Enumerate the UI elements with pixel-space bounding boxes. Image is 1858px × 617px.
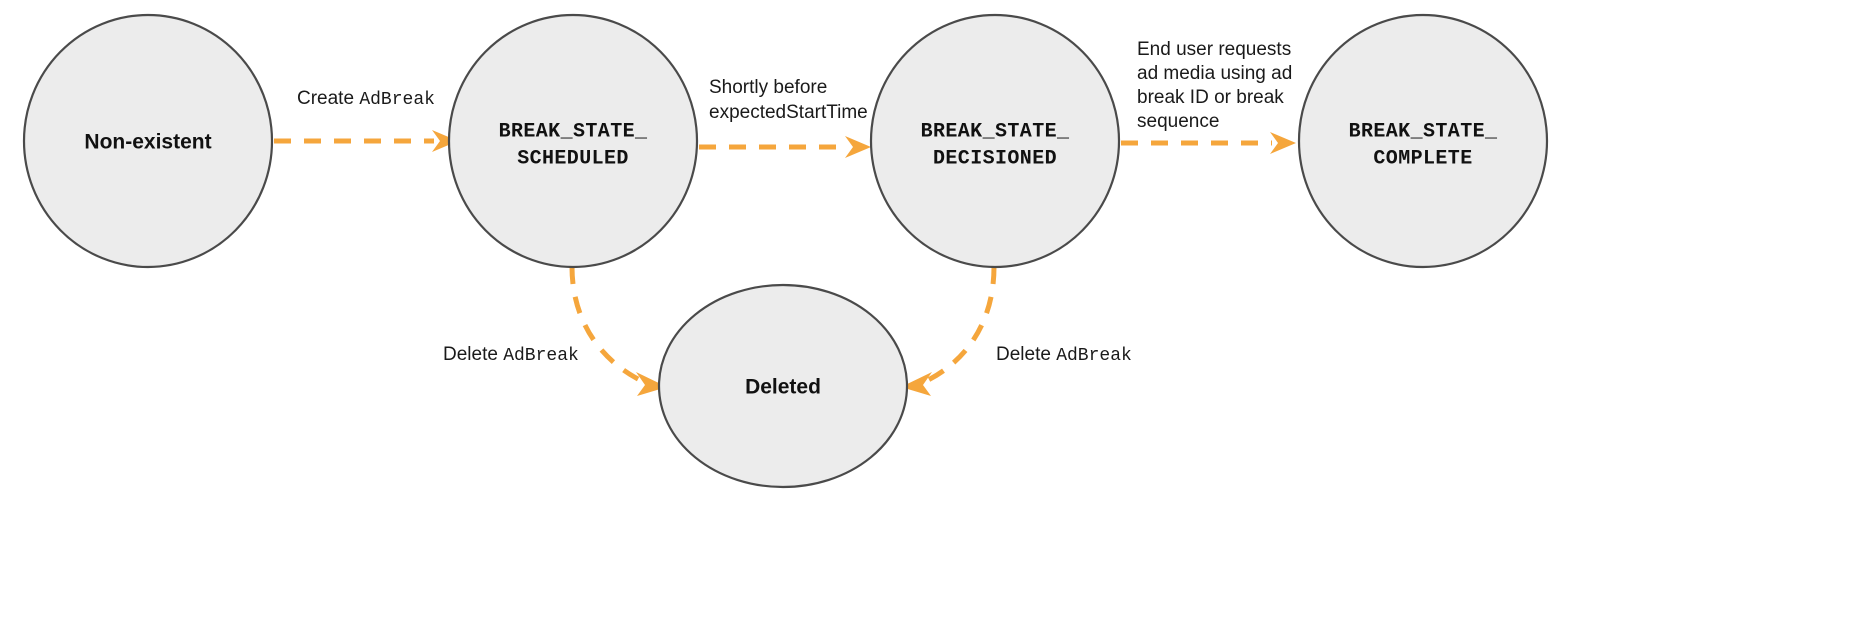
edge-label-delete-from-scheduled-seg1: AdBreak: [503, 346, 579, 366]
edge-label-end-user-requests-line1: End user requests: [1137, 39, 1291, 60]
edge-shortly-before-arrowhead: [845, 136, 871, 158]
edge-label-end-user-requests: End user requests ad media using ad brea…: [1137, 39, 1292, 132]
node-deleted-shape: [657, 283, 909, 489]
edge-end-user-requests-arrowhead: [1270, 132, 1296, 154]
node-deleted-label: Deleted: [745, 376, 821, 399]
edge-label-create-adbreak-text: Create AdBreak: [297, 88, 435, 110]
edge-label-create-adbreak-seg0: Create: [297, 88, 359, 109]
edge-label-delete-from-scheduled-seg0: Delete: [443, 344, 503, 365]
edge-label-delete-from-decisioned-seg1: AdBreak: [1056, 346, 1132, 366]
node-break-state-scheduled-label-line2: SCHEDULED: [517, 147, 629, 170]
node-non-existent-shape: [22, 13, 274, 269]
edge-label-delete-from-scheduled: Delete AdBreak: [443, 344, 579, 366]
node-break-state-decisioned-label-line1: BREAK_STATE_: [921, 120, 1070, 143]
node-break-state-decisioned-label-line2: DECISIONED: [933, 147, 1057, 170]
edge-delete-from-decisioned-arrowhead: [901, 372, 932, 396]
node-break-state-complete[interactable]: BREAK_STATE_ COMPLETE: [1297, 13, 1549, 269]
edge-shortly-before: [699, 136, 871, 158]
edge-label-shortly-before-line2: expectedStartTime: [709, 102, 868, 123]
edge-label-shortly-before: Shortly before expectedStartTime: [709, 77, 868, 123]
edge-delete-from-decisioned: [901, 266, 997, 396]
edge-label-create-adbreak: Create AdBreak: [297, 88, 435, 110]
edge-delete-from-decisioned-line: [920, 266, 997, 386]
node-break-state-decisioned[interactable]: BREAK_STATE_ DECISIONED: [869, 13, 1121, 269]
node-non-existent[interactable]: Non-existent: [22, 13, 274, 269]
edge-label-create-adbreak-seg1: AdBreak: [359, 90, 435, 110]
node-break-state-scheduled-shape: [447, 13, 699, 269]
node-break-state-complete-label-line2: COMPLETE: [1373, 147, 1472, 170]
node-break-state-scheduled[interactable]: BREAK_STATE_ SCHEDULED: [447, 13, 699, 269]
edge-label-delete-from-scheduled-text: Delete AdBreak: [443, 344, 579, 366]
node-non-existent-label: Non-existent: [84, 131, 211, 154]
node-deleted[interactable]: Deleted: [657, 283, 909, 489]
edge-label-delete-from-decisioned-seg0: Delete: [996, 344, 1056, 365]
edge-delete-from-scheduled-arrowhead: [636, 372, 667, 396]
node-break-state-complete-shape: [1297, 13, 1549, 269]
node-break-state-scheduled-label-line1: BREAK_STATE_: [499, 120, 648, 143]
edge-label-end-user-requests-line2: ad media using ad: [1137, 63, 1292, 84]
node-break-state-decisioned-shape: [869, 13, 1121, 269]
edge-label-end-user-requests-line3: break ID or break: [1137, 87, 1284, 108]
edge-label-shortly-before-line1: Shortly before: [709, 77, 827, 98]
edge-end-user-requests: [1121, 132, 1296, 154]
edge-delete-from-scheduled: [569, 266, 667, 396]
edge-label-end-user-requests-line4: sequence: [1137, 111, 1219, 132]
edge-label-delete-from-decisioned-text: Delete AdBreak: [996, 344, 1132, 366]
edge-create-adbreak-arrowhead: [432, 130, 458, 152]
node-break-state-complete-label-line1: BREAK_STATE_: [1349, 120, 1498, 143]
edge-label-delete-from-decisioned: Delete AdBreak: [996, 344, 1132, 366]
edge-delete-from-scheduled-line: [569, 266, 648, 386]
edge-create-adbreak: [274, 130, 458, 152]
